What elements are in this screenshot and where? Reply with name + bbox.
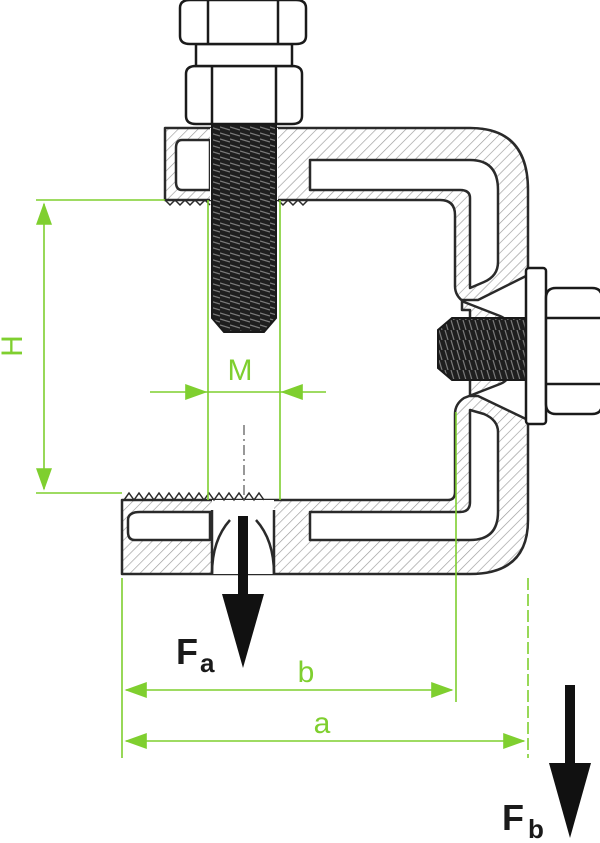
force-a-label: F (176, 631, 198, 672)
force-b-subscript: b (528, 814, 544, 843)
lock-nut (184, 64, 304, 126)
washer (194, 42, 294, 68)
dimensions (36, 199, 529, 758)
label-h: H (0, 335, 29, 357)
bottom-jaw-teeth (123, 491, 265, 502)
side-washer (524, 266, 548, 426)
force-a-subscript: a (200, 648, 215, 678)
label-m: M (228, 354, 253, 387)
side-nut (544, 286, 600, 416)
force-b-label: F (502, 797, 524, 838)
vertical-bolt (178, 0, 308, 333)
top-jaw-teeth (164, 198, 309, 207)
force-arrow-b (549, 685, 591, 838)
label-a: a (314, 707, 331, 740)
clamp-body (120, 126, 530, 576)
force-arrow-a (222, 516, 264, 668)
label-b: b (298, 656, 315, 689)
side-bolt (437, 266, 600, 426)
bolt-head (178, 0, 308, 46)
